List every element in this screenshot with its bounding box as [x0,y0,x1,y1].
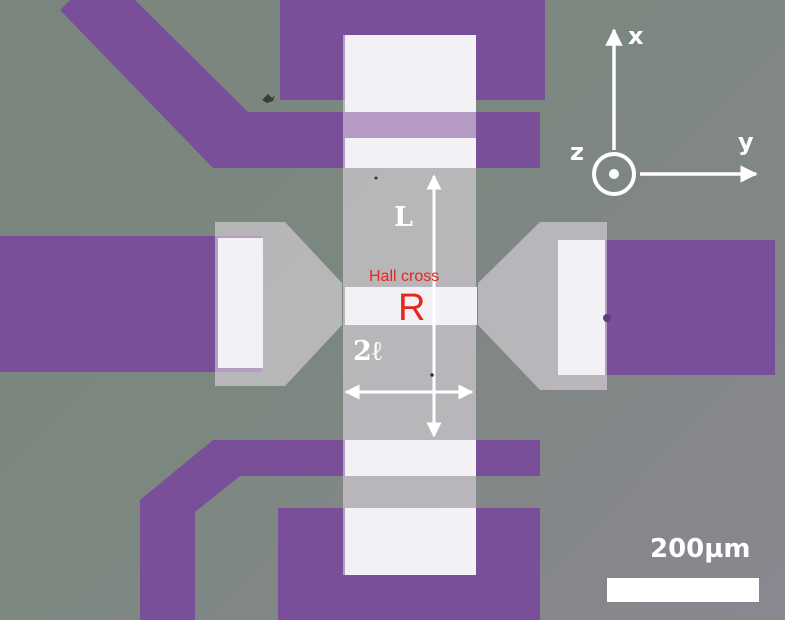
scale-bar-label: 200µm [650,534,751,564]
z-axis-dot-icon [609,169,619,179]
hall-cross-region-label: R [398,287,426,329]
debris-speck [262,94,275,103]
z-axis-label: z [570,138,584,166]
electrode-bottom-left-lead [140,440,540,620]
length-label: L [394,202,413,233]
electrode-left-pad [0,236,262,372]
debris-dot [603,314,611,322]
debris-dot [430,373,434,377]
hall-pad-left-inner [218,238,263,368]
hall-cross-caption: Hall cross [369,268,440,285]
width-label: 2ℓ [353,336,382,367]
z-axis-out-of-plane-icon [592,152,636,196]
y-axis-label: y [738,128,754,156]
scale-bar [607,578,759,602]
film-top-strip [345,138,476,168]
coordinate-axes [592,28,758,196]
hall-pad-right-inner [558,240,605,375]
debris-dot [374,176,378,180]
film-bottom-exposed [345,508,476,575]
film-bottom-strip [345,440,476,476]
film-top-exposed [345,35,476,112]
x-axis-label: x [628,22,644,50]
hall-cross-region [345,287,477,325]
electrode-right-pad [605,240,775,375]
